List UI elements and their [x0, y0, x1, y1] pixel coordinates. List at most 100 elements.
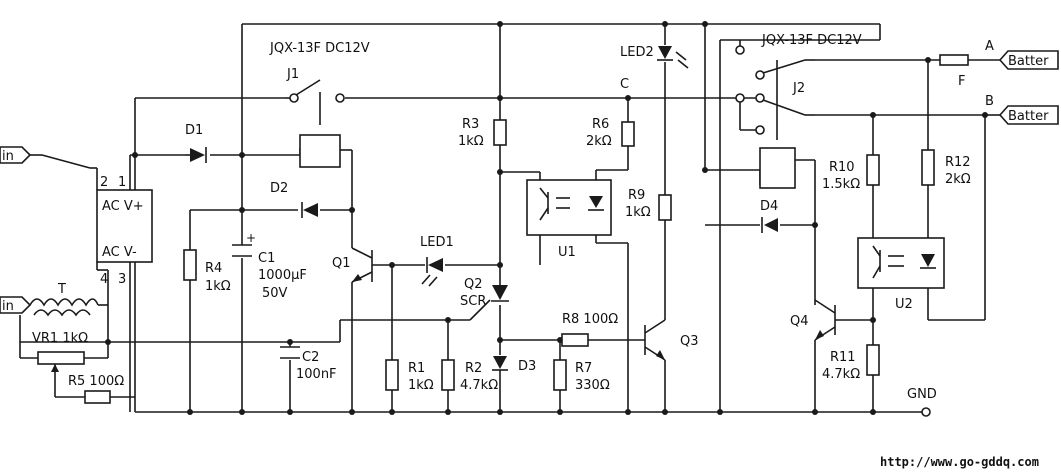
svg-text:Batter: Batter	[1008, 54, 1049, 69]
svg-text:SCR: SCR	[460, 294, 486, 309]
diode-d4: D4	[760, 199, 778, 233]
input-bottom-terminal: in	[0, 296, 32, 314]
scr-q2: Q2 SCR	[460, 277, 509, 309]
optocoupler-u1: U1	[526, 179, 612, 260]
transistor-q4: Q4	[790, 299, 836, 341]
svg-text:GND: GND	[907, 387, 937, 402]
svg-text:R7: R7	[575, 361, 592, 376]
resistor-r10: R10 1.5kΩ	[822, 154, 880, 192]
svg-text:R3: R3	[462, 117, 479, 132]
svg-text:Batter: Batter	[1008, 109, 1049, 124]
transistor-q3: Q3	[644, 319, 699, 361]
svg-text:R6: R6	[592, 117, 609, 132]
bridge-pin4: 4	[100, 272, 108, 287]
capacitor-c1: + C1 1000μF 50V	[232, 231, 307, 301]
source-url: http://www.go-gddq.com	[880, 455, 1039, 469]
svg-text:LED1: LED1	[420, 235, 454, 250]
resistor-r8: R8 100Ω	[561, 312, 618, 347]
capacitor-c2: C2 100nF	[280, 346, 337, 382]
bridge-pin1: 1	[118, 175, 126, 190]
svg-text:+: +	[246, 231, 256, 245]
svg-text:1kΩ: 1kΩ	[458, 134, 484, 149]
resistor-r3: R3 1kΩ	[458, 117, 507, 149]
resistor-r1: R1 1kΩ	[385, 359, 434, 393]
diode-d2: D2	[270, 181, 318, 218]
j1-model: JQX-13F DC12V	[269, 41, 370, 56]
resistor-r7: R7 330Ω	[553, 359, 610, 393]
bridge-ac-bot: AC V-	[102, 245, 137, 260]
relay-j2: JQX-13F DC12V J2	[735, 33, 862, 189]
svg-text:R12: R12	[945, 155, 971, 170]
resistor-r12: R12 2kΩ	[921, 149, 971, 187]
svg-text:Q1: Q1	[332, 256, 351, 271]
svg-text:Q4: Q4	[790, 314, 809, 329]
svg-text:1.5kΩ: 1.5kΩ	[822, 177, 860, 192]
node-c-label: C	[620, 77, 629, 92]
led-led1: LED1	[420, 235, 454, 287]
svg-text:D3: D3	[518, 359, 536, 374]
bridge-pin2: 2	[100, 175, 108, 190]
svg-text:C2: C2	[302, 350, 319, 365]
input-top-terminal: in	[0, 146, 32, 164]
transformer-t: T	[29, 282, 99, 317]
svg-text:D2: D2	[270, 181, 288, 196]
svg-text:D1: D1	[185, 123, 203, 138]
svg-text:R4: R4	[205, 261, 222, 276]
svg-text:R1: R1	[408, 361, 425, 376]
svg-text:1kΩ: 1kΩ	[625, 205, 651, 220]
resistor-r9: R9 1kΩ	[625, 188, 672, 221]
svg-text:Q3: Q3	[680, 334, 699, 349]
svg-text:Q2: Q2	[464, 277, 483, 292]
node-a-label: A	[985, 39, 994, 54]
optocoupler-u2: U2	[857, 237, 945, 312]
svg-text:C1: C1	[258, 251, 275, 266]
svg-text:D4: D4	[760, 199, 778, 214]
transistor-q1: Q1	[332, 247, 373, 283]
resistor-r2: R2 4.7kΩ	[441, 359, 498, 393]
j2-label: J2	[792, 81, 805, 96]
svg-text:R8 100Ω: R8 100Ω	[562, 312, 618, 327]
battery-terminal-a: Batter	[998, 50, 1059, 70]
svg-text:1000μF: 1000μF	[258, 268, 307, 283]
gnd-terminal: GND	[907, 387, 937, 417]
svg-text:VR1 1kΩ: VR1 1kΩ	[32, 331, 88, 346]
relay-j1: JQX-13F DC12V J1	[269, 41, 370, 168]
j2-model: JQX-13F DC12V	[761, 33, 862, 48]
svg-text:R2: R2	[465, 361, 482, 376]
node-b-label: B	[985, 94, 994, 109]
j1-label: J1	[286, 67, 299, 82]
svg-text:4.7kΩ: 4.7kΩ	[822, 367, 860, 382]
resistor-r6: R6 2kΩ	[586, 117, 635, 149]
fuse-f: F	[939, 54, 969, 89]
resistor-r4: R4 1kΩ	[183, 249, 231, 294]
svg-text:2kΩ: 2kΩ	[586, 134, 612, 149]
bridge-pin3: 3	[118, 272, 126, 287]
svg-text:U1: U1	[558, 245, 576, 260]
svg-text:4.7kΩ: 4.7kΩ	[460, 378, 498, 393]
svg-text:R9: R9	[628, 188, 645, 203]
svg-text:330Ω: 330Ω	[575, 378, 610, 393]
led-led2: LED2	[620, 45, 689, 69]
resistor-r5: R5 100Ω	[68, 374, 124, 404]
bridge-ac-top: AC V+	[102, 199, 144, 214]
svg-text:in: in	[2, 149, 14, 164]
resistor-r11: R11 4.7kΩ	[822, 344, 880, 382]
svg-text:R5 100Ω: R5 100Ω	[68, 374, 124, 389]
svg-text:R10: R10	[829, 160, 855, 175]
bridge-rectifier: 2 1 4 3 AC V+ AC V-	[96, 155, 153, 412]
svg-text:LED2: LED2	[620, 45, 654, 60]
diode-d3: D3	[492, 356, 536, 374]
svg-text:R11: R11	[830, 350, 856, 365]
battery-terminal-b: Batter	[998, 105, 1059, 125]
potentiometer-vr1: VR1 1kΩ	[19, 331, 109, 372]
svg-text:100nF: 100nF	[296, 367, 337, 382]
svg-text:U2: U2	[895, 297, 913, 312]
diode-d1: D1	[185, 123, 207, 163]
svg-text:2kΩ: 2kΩ	[945, 172, 971, 187]
svg-text:1kΩ: 1kΩ	[205, 279, 231, 294]
svg-text:F: F	[958, 74, 965, 89]
svg-text:in: in	[2, 299, 14, 314]
svg-text:T: T	[57, 282, 66, 297]
svg-text:50V: 50V	[262, 286, 288, 301]
